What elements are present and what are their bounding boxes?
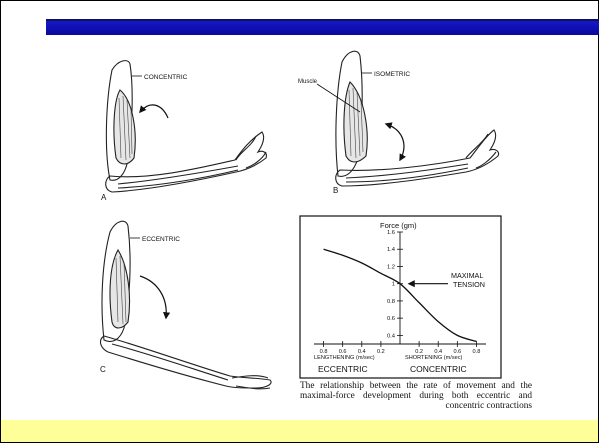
forearm-outline-c [101, 336, 272, 388]
y-tick-label: 1.6 [387, 230, 395, 236]
chart-frame [300, 216, 501, 378]
y-tick-label: 0.4 [387, 333, 396, 339]
muscle-label: Muscle [298, 79, 318, 85]
y-tick-label: 1 [392, 282, 395, 288]
biceps-muscle-c [110, 250, 130, 328]
panel-b-letter: B [333, 186, 338, 195]
x-tick-label: 0.2 [377, 349, 385, 355]
x-label-left: LENGTHENING (m/sec) [314, 355, 375, 361]
concentric-arrow [140, 105, 168, 118]
panel-c-letter: C [100, 365, 106, 374]
panel-a-label: CONCENTRIC [144, 74, 188, 81]
panel-b-label: ISOMETRIC [374, 71, 410, 78]
annotation-line-2: TENSION [453, 280, 485, 289]
isometric-arrow [386, 124, 404, 160]
region-right-label: CONCENTRIC [410, 364, 467, 374]
arm-diagram-c [101, 221, 272, 389]
y-tick-label: 0.8 [387, 299, 395, 305]
x-tick-label: 0.8 [473, 349, 481, 355]
annotation-line-1: MAXIMAL [451, 271, 483, 280]
region-left-label: ECCENTRIC [318, 364, 368, 374]
y-tick-label: 1.2 [387, 264, 395, 270]
y-tick-label: 1.4 [387, 247, 396, 253]
panel-c-label: ECCENTRIC [142, 236, 180, 243]
figure-caption: The relationship between the rate of mov… [300, 381, 532, 411]
hand-b [466, 134, 496, 168]
arm-diagram-b [336, 51, 499, 186]
eccentric-arrow [140, 276, 166, 318]
panel-a-letter: A [101, 193, 107, 202]
y-tick-label: 0.6 [387, 316, 395, 322]
x-label-right: SHORTENING (m/sec) [405, 355, 463, 361]
chart-title: Force (gm) [380, 221, 417, 230]
